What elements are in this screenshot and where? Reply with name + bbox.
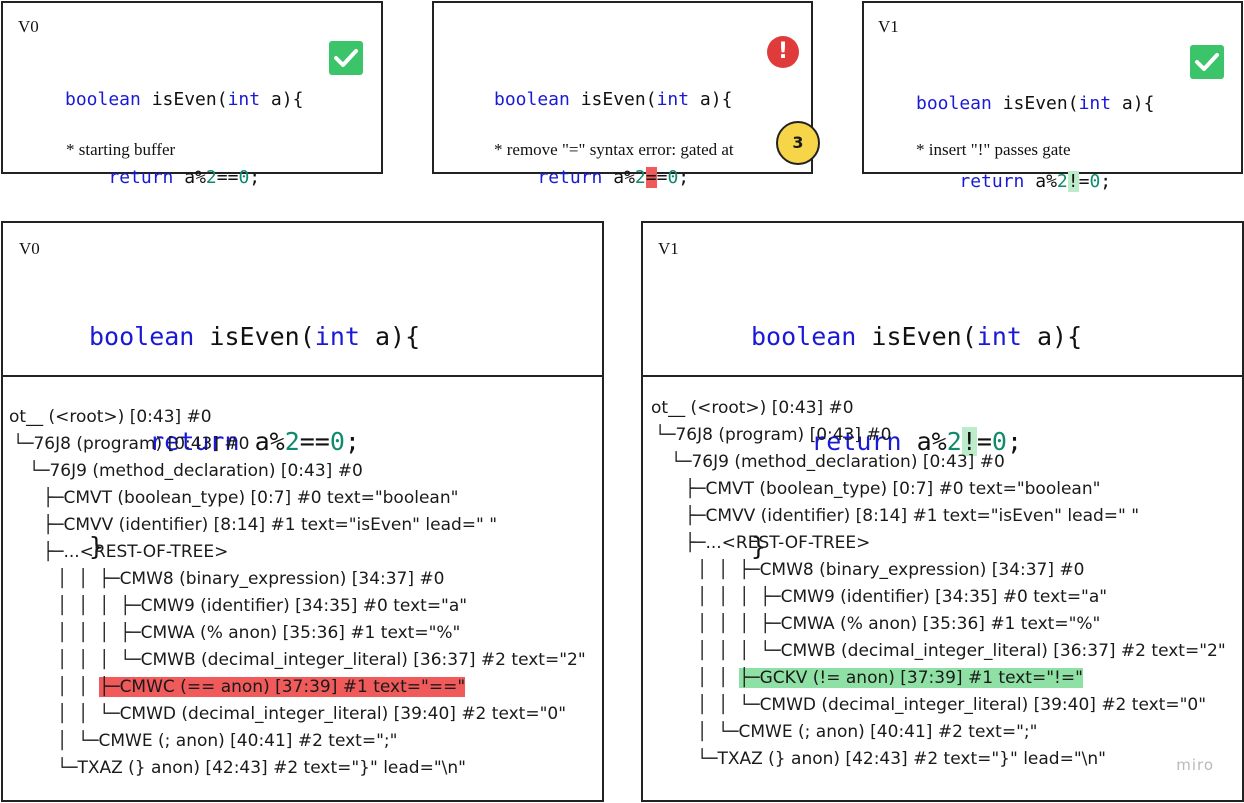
miro-watermark: miro [1176,756,1214,774]
version-label: V1 [878,17,899,36]
tree-node-inserted: │ │ ├─GCKV (!= anon) [37:39] #1 text="!=… [697,668,1083,688]
code-snippet: boolean isEven(int a){ return a%2==0; } [494,89,733,266]
tree-node: └─76J9 (method_declaration) [0:43] #0 [29,461,363,481]
panel-note: * remove "=" syntax error: gated at [494,140,734,159]
syntax-tree: ot__ (<root>) [0:43] #0 └─76J8 (program)… [651,397,1241,777]
version-label: V0 [19,239,40,258]
tree-node: ├─...<REST-OF-TREE> [43,542,229,562]
tree-node: └─76J8 (program) [0:43] #0 [655,425,892,445]
panel-note: * insert "!" passes gate [916,140,1071,159]
tree-node: ├─CMVV (identifier) [8:14] #1 text="isEv… [43,515,498,535]
inserted-char-highlight: ! [961,427,977,456]
panel-note: * starting buffer [66,140,176,159]
tree-node: ├─...<REST-OF-TREE> [685,533,871,553]
code-snippet: boolean isEven(int a){ return a%2!=0; } [916,93,1155,270]
bottom-panel-v1: V1 boolean isEven(int a){ return a%2!=0;… [641,221,1244,802]
top-panel-error: boolean isEven(int a){ return a%2==0; } … [432,1,820,266]
panel-divider [3,375,602,377]
check-icon [329,41,363,75]
check-icon [1190,45,1224,79]
tree-node: ot__ (<root>) [0:43] #0 [9,407,212,427]
tree-node: ├─CMVT (boolean_type) [0:7] #0 text="boo… [685,479,1101,499]
code-snippet: boolean isEven(int a){ return a%2!=0; } [751,322,1083,561]
tree-node: └─76J8 (program) [0:43] #0 [13,434,250,454]
removed-char-highlight: = [645,167,657,188]
tree-node: ├─CMVV (identifier) [8:14] #1 text="isEv… [685,506,1140,526]
syntax-tree: ot__ (<root>) [0:43] #0 └─76J8 (program)… [9,406,599,786]
tree-node: │ │ │ ├─CMW9 (identifier) [34:35] #0 tex… [57,596,468,616]
tree-node: │ └─CMWE (; anon) [40:41] #2 text=";" [57,731,398,751]
inserted-char-highlight: ! [1067,171,1079,192]
top-panel-v1: V1 boolean isEven(int a){ return a%2!=0;… [862,1,1243,270]
tree-node: │ │ └─CMWD (decimal_integer_literal) [39… [697,695,1207,715]
tree-node: │ │ ├─CMW8 (binary_expression) [34:37] #… [697,560,1085,580]
version-label: V1 [658,239,679,258]
error-icon: ! [767,36,799,68]
tree-node: └─TXAZ (} anon) [42:43] #2 text="}" lead… [697,749,1106,769]
tree-node: │ │ │ ├─CMWA (% anon) [35:36] #1 text="%… [57,623,461,643]
tree-node: │ │ │ └─CMWB (decimal_integer_literal) [… [57,650,586,670]
gate-number-badge: 3 [776,121,820,165]
code-snippet: boolean isEven(int a){ return a%2==0; } [89,322,421,561]
panel-divider [643,375,1242,377]
tree-node: ├─CMVT (boolean_type) [0:7] #0 text="boo… [43,488,459,508]
tree-node: │ │ └─CMWD (decimal_integer_literal) [39… [57,704,567,724]
tree-node: │ │ ├─CMW8 (binary_expression) [34:37] #… [57,569,445,589]
tree-node: │ │ │ └─CMWB (decimal_integer_literal) [… [697,641,1226,661]
tree-node: └─TXAZ (} anon) [42:43] #2 text="}" lead… [57,758,466,778]
top-panel-v0: V0 boolean isEven(int a){ return a%2==0;… [1,1,383,266]
tree-node-removed: │ │ ├─CMWC (== anon) [37:39] #1 text="==… [57,677,466,697]
tree-node: │ │ │ ├─CMWA (% anon) [35:36] #1 text="%… [697,614,1101,634]
version-label: V0 [18,17,39,36]
tree-node: └─76J9 (method_declaration) [0:43] #0 [671,452,1005,472]
tree-node: │ │ │ ├─CMW9 (identifier) [34:35] #0 tex… [697,587,1108,607]
tree-node: ot__ (<root>) [0:43] #0 [651,398,854,418]
tree-node: │ └─CMWE (; anon) [40:41] #2 text=";" [697,722,1038,742]
bottom-panel-v0: V0 boolean isEven(int a){ return a%2==0;… [1,221,604,802]
